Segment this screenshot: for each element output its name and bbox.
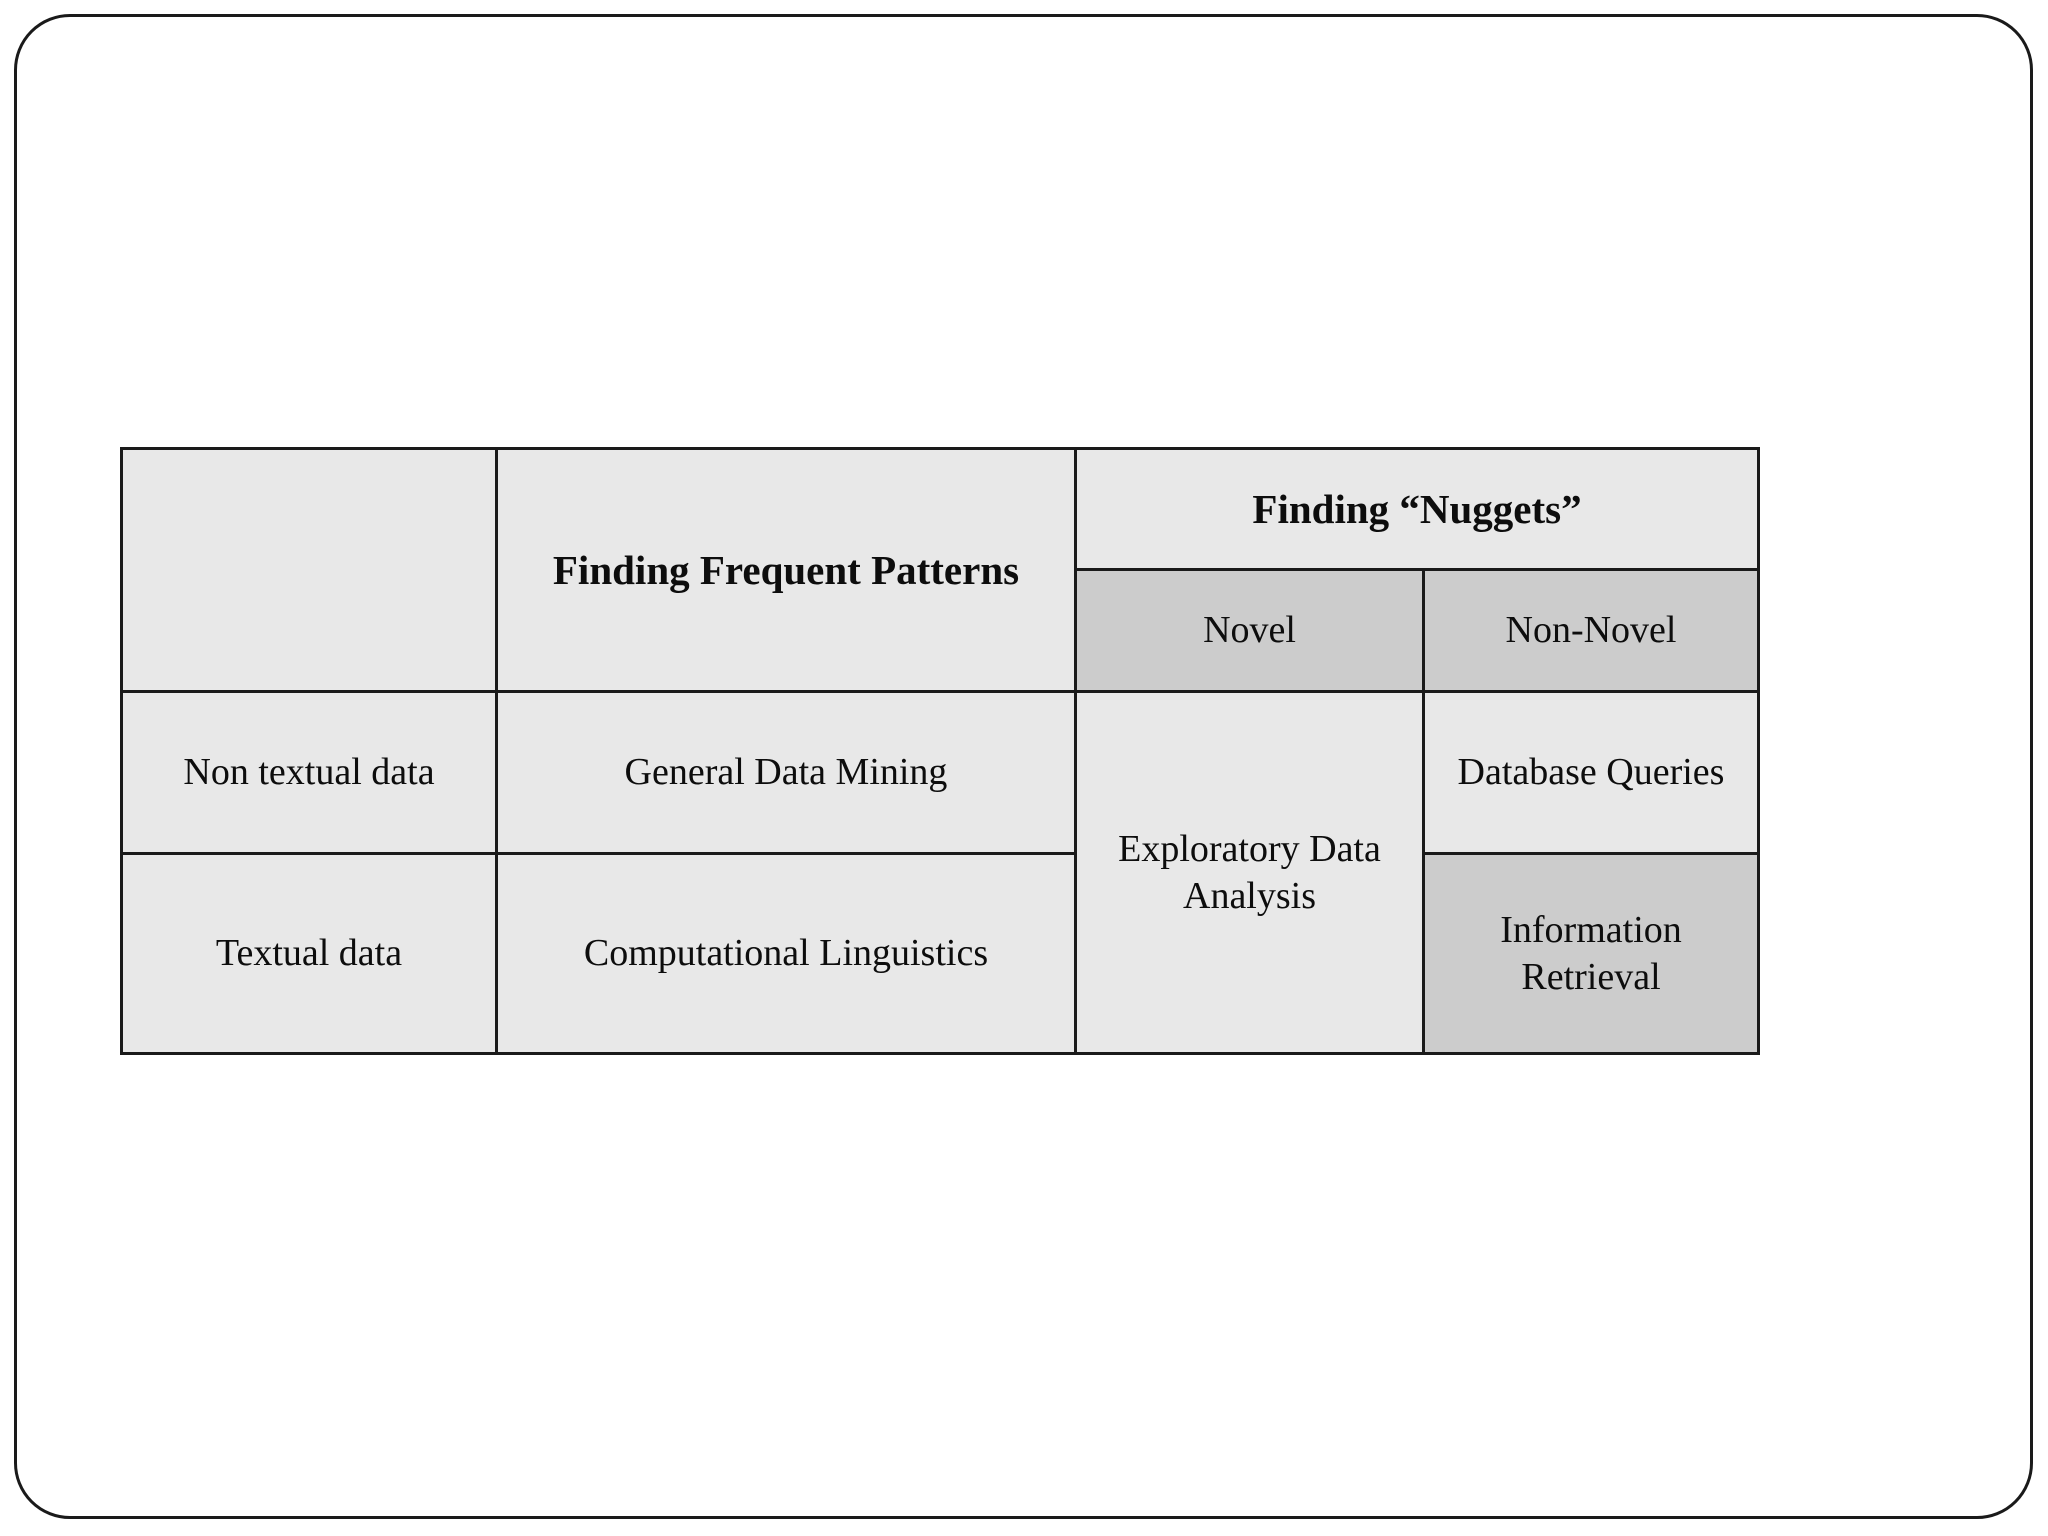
text-mining-matrix: Finding Frequent Patterns Finding “Nugge… <box>120 447 1761 1055</box>
header-corner-blank <box>120 447 498 693</box>
table-header-row-top: Finding Frequent Patterns Finding “Nugge… <box>120 447 1761 693</box>
cell-general-data-mining: General Data Mining <box>495 690 1077 855</box>
slide-frame: Finding Frequent Patterns Finding “Nugge… <box>14 14 2033 1519</box>
table-row: Textual data Computational Linguistics I… <box>120 852 1761 1055</box>
cell-information-retrieval: Information Retrieval <box>1421 852 1761 1055</box>
header-novel: Novel <box>1074 568 1425 693</box>
cell-exploratory-data-analysis: Exploratory Data Analysis <box>1074 690 1425 1055</box>
header-finding-frequent-patterns: Finding Frequent Patterns <box>495 447 1077 693</box>
header-non-novel: Non-Novel <box>1421 568 1761 693</box>
table-header-row-sub: Novel Non-Novel <box>122 568 1761 693</box>
cell-computational-linguistics: Computational Linguistics <box>495 852 1077 1055</box>
row-label-textual-data: Textual data <box>120 852 498 1055</box>
row-label-non-textual-data: Non textual data <box>120 690 498 855</box>
cell-database-queries: Database Queries <box>1421 690 1761 855</box>
header-finding-nuggets: Finding “Nuggets” <box>1073 447 1761 571</box>
table-row: Non textual data General Data Mining Exp… <box>120 690 1761 1055</box>
